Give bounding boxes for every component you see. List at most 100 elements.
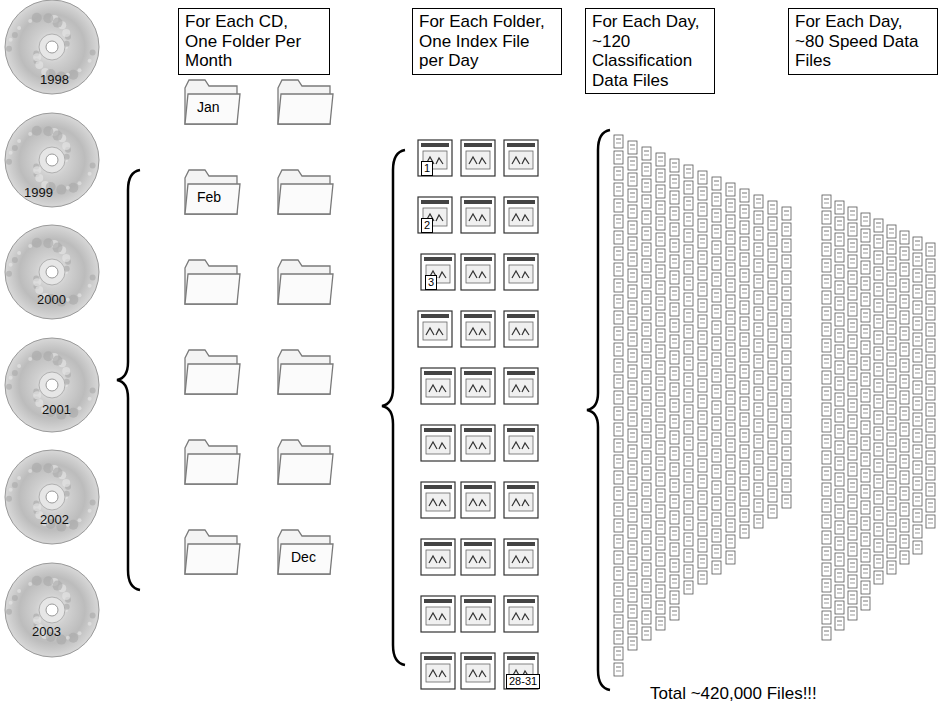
file-mark bbox=[714, 505, 719, 506]
icon-window bbox=[509, 265, 533, 283]
file-mark bbox=[644, 283, 649, 284]
file-mark bbox=[658, 189, 663, 190]
file-mark bbox=[784, 435, 789, 436]
file-mark bbox=[902, 511, 907, 512]
file-mark bbox=[889, 281, 894, 282]
file-mark bbox=[630, 369, 635, 370]
file-mark bbox=[616, 399, 621, 400]
file-mark bbox=[742, 197, 747, 198]
file-mark bbox=[644, 219, 649, 220]
data-file-icon bbox=[628, 637, 637, 650]
file-mark bbox=[770, 321, 775, 322]
file-mark bbox=[850, 227, 855, 228]
file-mark bbox=[784, 483, 789, 484]
icon-window bbox=[426, 493, 450, 511]
data-file-icon bbox=[900, 535, 909, 548]
data-file-icon bbox=[822, 243, 831, 256]
file-mark bbox=[863, 569, 868, 570]
data-file-icon bbox=[712, 257, 721, 270]
data-file-icon bbox=[887, 225, 896, 238]
file-mark bbox=[742, 293, 747, 294]
file-mark bbox=[850, 387, 855, 388]
file-mark bbox=[616, 587, 621, 588]
file-mark bbox=[902, 415, 907, 416]
file-mark bbox=[784, 291, 789, 292]
file-mark bbox=[876, 323, 881, 324]
icon-band bbox=[507, 314, 535, 318]
data-file-icon bbox=[861, 325, 870, 338]
data-file-icon bbox=[822, 355, 831, 368]
file-mark bbox=[672, 215, 677, 216]
data-file-icon bbox=[656, 569, 665, 582]
file-mark bbox=[876, 531, 881, 532]
file-mark bbox=[616, 303, 621, 304]
data-file-icon bbox=[684, 581, 693, 594]
file-mark bbox=[630, 453, 635, 454]
file-mark bbox=[644, 379, 649, 380]
file-mark bbox=[850, 611, 855, 612]
file-mark bbox=[630, 417, 635, 418]
data-file-icon bbox=[835, 377, 844, 390]
file-mark bbox=[837, 481, 842, 482]
file-mark bbox=[850, 599, 855, 600]
data-file-icon bbox=[656, 617, 665, 630]
file-mark bbox=[824, 423, 829, 424]
file-mark bbox=[756, 231, 761, 232]
file-mark bbox=[616, 283, 621, 284]
file-mark bbox=[630, 513, 635, 514]
file-mark bbox=[863, 605, 868, 606]
file-mark bbox=[728, 415, 733, 416]
file-mark bbox=[686, 361, 691, 362]
file-mark bbox=[850, 579, 855, 580]
disc-speckle bbox=[32, 463, 42, 473]
file-mark bbox=[658, 273, 663, 274]
file-mark bbox=[850, 295, 855, 296]
data-file-icon bbox=[614, 183, 623, 196]
file-mark bbox=[714, 533, 719, 534]
file-mark bbox=[876, 527, 881, 528]
file-mark bbox=[700, 179, 705, 180]
file-mark bbox=[700, 367, 705, 368]
file-mark bbox=[630, 433, 635, 434]
folder-front bbox=[185, 274, 240, 304]
icon-band bbox=[464, 200, 492, 204]
heading-text: For Each CD, One Folder Per Month bbox=[185, 12, 323, 71]
data-file-icon bbox=[698, 251, 707, 264]
data-file-icon bbox=[698, 283, 707, 296]
file-mark bbox=[863, 253, 868, 254]
data-file-icon bbox=[926, 275, 935, 288]
data-file-icon bbox=[614, 471, 623, 484]
data-file-icon bbox=[822, 563, 831, 576]
file-mark bbox=[876, 339, 881, 340]
file-mark bbox=[756, 279, 761, 280]
heading-text: For Each Day, ~80 Speed Data Files bbox=[795, 12, 931, 71]
data-file-icon bbox=[874, 571, 883, 584]
file-mark bbox=[756, 311, 761, 312]
file-mark bbox=[824, 491, 829, 492]
data-file-icon bbox=[874, 251, 883, 264]
data-file-icon bbox=[642, 227, 651, 240]
data-file-icon bbox=[726, 423, 735, 436]
file-mark bbox=[686, 205, 691, 206]
folder-label: Dec bbox=[291, 549, 316, 565]
file-mark bbox=[728, 523, 733, 524]
data-file-icon bbox=[740, 285, 749, 298]
file-mark bbox=[672, 231, 677, 232]
file-mark bbox=[850, 563, 855, 564]
file-mark bbox=[928, 363, 933, 364]
file-mark bbox=[876, 383, 881, 384]
data-file-icon bbox=[642, 323, 651, 336]
file-mark bbox=[770, 445, 775, 446]
file-mark bbox=[714, 565, 719, 566]
data-file-icon bbox=[822, 531, 831, 544]
file-mark bbox=[902, 303, 907, 304]
file-mark bbox=[770, 413, 775, 414]
file-mark bbox=[837, 349, 842, 350]
data-file-icon bbox=[712, 449, 721, 462]
file-mark bbox=[728, 399, 733, 400]
file-mark bbox=[824, 375, 829, 376]
file-mark bbox=[928, 471, 933, 472]
data-file-icon bbox=[848, 207, 857, 220]
file-mark bbox=[902, 351, 907, 352]
file-mark bbox=[902, 319, 907, 320]
